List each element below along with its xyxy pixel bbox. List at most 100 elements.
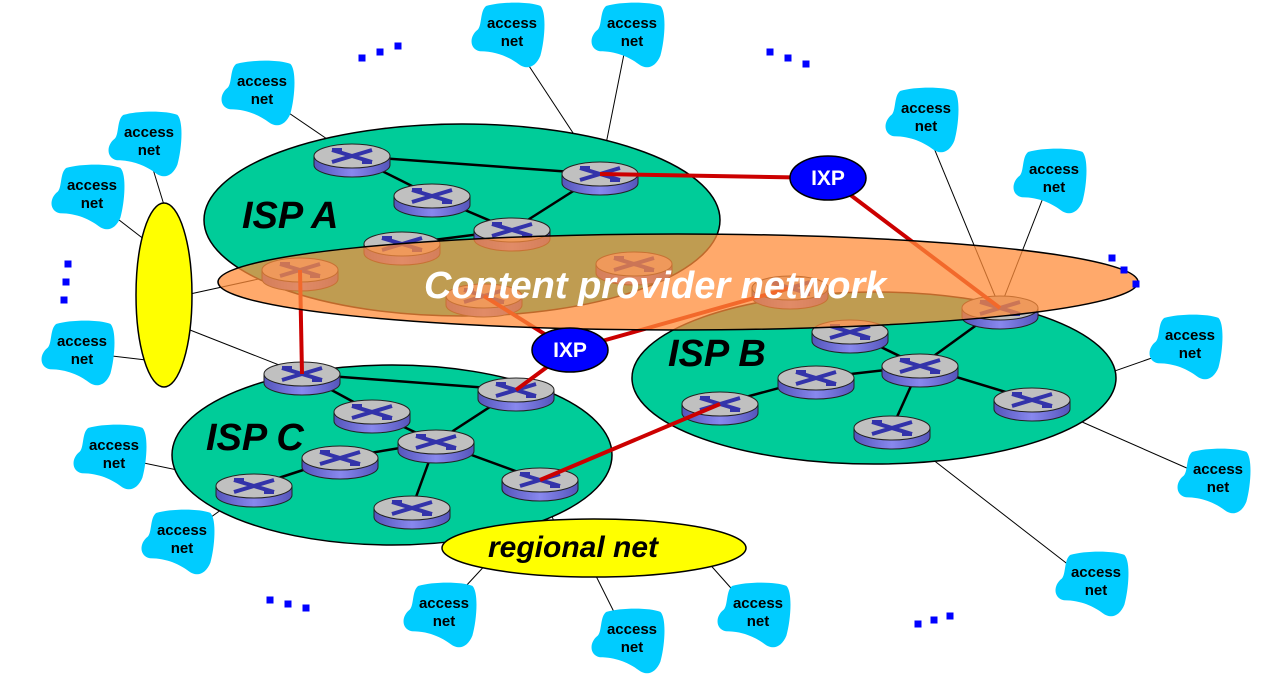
access-net-label-line2: net [138,142,161,159]
access-net-label-line2: net [171,540,194,557]
ellipsis-dot [1132,280,1140,288]
access-net-cloud-icon [1149,314,1223,380]
ellipsis-dot [1108,254,1116,262]
ellipsis-dot [802,60,810,68]
access-net-label-line2: net [103,455,126,472]
access-net-label-line2: net [747,613,770,630]
router-x-icon [829,324,871,340]
access-net-label-line2: net [1043,179,1066,196]
regional-net-label: regional net [488,531,660,564]
regional-net-oval [135,202,193,388]
ellipsis-dot [284,600,292,608]
ellipsis-dot [394,42,402,50]
ellipsis-dots [60,260,72,304]
access-net-label-line1: access [733,595,783,612]
access-net-label-line2: net [621,33,644,50]
access-net-label-line1: access [67,177,117,194]
router-icon [393,183,471,218]
access-net-cloud-icon [108,111,182,177]
router-x-icon [899,358,941,374]
router-x-icon [319,450,361,466]
router-icon [301,445,379,480]
access-net-cloud-icon [141,509,215,575]
router-icon [397,429,475,464]
router-x-icon [233,478,275,494]
access-net-label-line1: access [901,100,951,117]
access-net-label-line1: access [607,621,657,638]
isp-c-label: ISP C [206,417,304,459]
access-net-label-line2: net [1085,582,1108,599]
access-net-cloud-icon [717,582,791,648]
isp-link [351,154,601,176]
access-net-label-line1: access [89,437,139,454]
ellipsis-dot [784,54,792,62]
ellipsis-dot [914,620,922,628]
ellipsis-dot [1120,266,1128,274]
access-net-cloud-icon [51,164,125,230]
access-nets: accessnetaccessnetaccessnetaccessnetacce… [41,2,1251,674]
router-icon [373,495,451,530]
ellipsis-dot [766,48,774,56]
access-net-label-line1: access [419,595,469,612]
access-net-label-line2: net [501,33,524,50]
router-x-icon [331,148,373,164]
ixp-node: IXP [531,327,609,373]
access-net-label-line1: access [487,15,537,32]
access-net-cloud-icon [221,60,295,126]
ixp-oval [789,155,867,201]
router-x-icon [871,420,913,436]
labels: ISP A ISP B ISP C Content provider netwo… [206,195,888,564]
access-net-label-line1: access [237,73,287,90]
router-icon [881,353,959,388]
router-icon [215,473,293,508]
router-icon [313,143,391,178]
ixp-node: IXP [789,155,867,201]
isp-a-label: ISP A [242,195,338,237]
router-icon [777,365,855,400]
router-x-icon [1011,392,1053,408]
router-icon [333,399,411,434]
ellipsis-dots [766,48,810,68]
ellipsis-dot [62,278,70,286]
access-net-label-line1: access [607,15,657,32]
ixp-label: IXP [553,339,587,362]
access-net-label-line2: net [1179,345,1202,362]
access-net-label-line2: net [915,118,938,135]
router-icon [853,415,931,450]
ellipsis-markers [60,42,1140,628]
access-net-cloud-icon [591,2,665,68]
access-net-cloud-icon [1055,551,1129,617]
ellipsis-dots [266,596,310,612]
access-net-label-line2: net [81,195,104,212]
ellipsis-dots [358,42,402,62]
ixp-label: IXP [811,167,845,190]
ellipsis-dot [376,48,384,56]
access-net-cloud-icon [885,87,959,153]
ellipsis-dot [64,260,72,268]
access-net-cloud-icon [1013,148,1087,214]
router-x-icon [491,222,533,238]
peering-link [539,402,721,482]
access-net-label-line2: net [621,639,644,656]
access-net-label-line2: net [433,613,456,630]
router-icon [993,387,1071,422]
access-net-cloud-icon [471,2,545,68]
router-icon [561,161,639,196]
ellipsis-dot [302,604,310,612]
router-icon [681,391,759,426]
ellipsis-dot [358,54,366,62]
access-net-label-line1: access [1071,564,1121,581]
ellipsis-dot [60,296,68,304]
access-net-label-line2: net [71,351,94,368]
